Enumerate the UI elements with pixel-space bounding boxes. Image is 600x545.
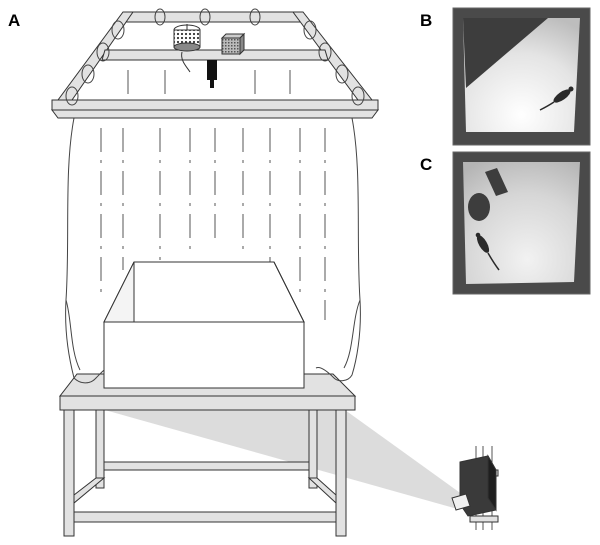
arena-box bbox=[103, 261, 305, 389]
curtain-folds bbox=[100, 70, 326, 320]
curtain bbox=[65, 117, 361, 384]
panel-label-a: A bbox=[8, 11, 21, 30]
arena-photo-c bbox=[452, 151, 591, 295]
camera-icon bbox=[207, 60, 217, 88]
curtain-rings bbox=[65, 8, 365, 106]
panel-label-c: C bbox=[420, 155, 433, 174]
overhead-frame bbox=[51, 11, 379, 119]
projection-light-cone bbox=[62, 398, 470, 508]
cue-circle bbox=[468, 193, 490, 221]
table bbox=[58, 373, 357, 537]
speaker-icon bbox=[220, 32, 246, 56]
rat-icon bbox=[475, 232, 500, 271]
cue-rectangle bbox=[485, 168, 508, 196]
projector-icon bbox=[451, 446, 499, 530]
arena-photo-b bbox=[452, 7, 591, 146]
dispenser-icon bbox=[173, 24, 201, 73]
panel-label-b: B bbox=[420, 11, 433, 30]
rat-icon bbox=[539, 86, 574, 111]
